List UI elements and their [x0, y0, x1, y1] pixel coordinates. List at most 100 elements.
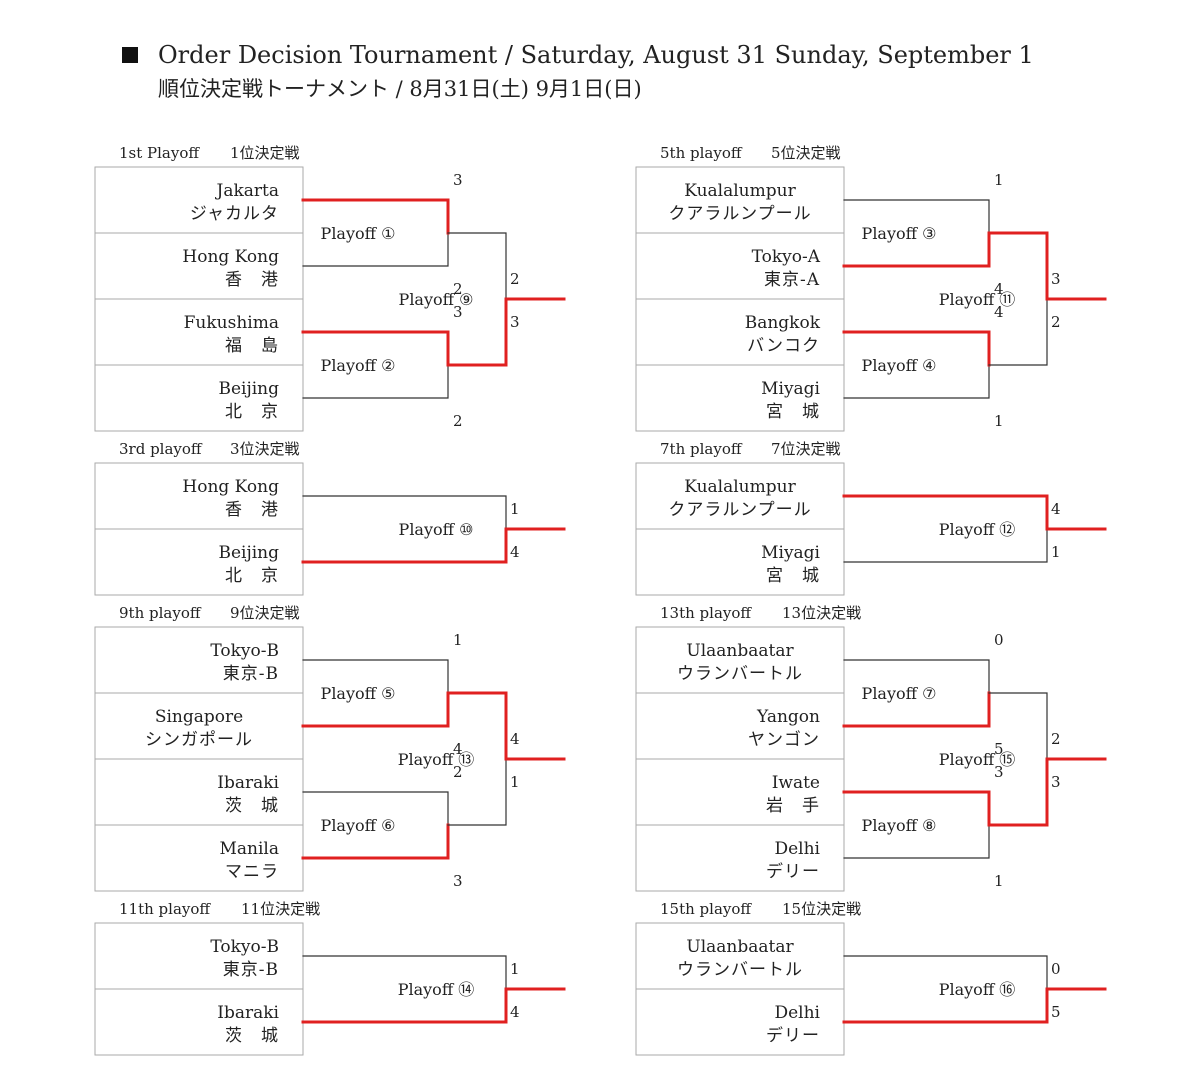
team-name-en: Hong Kong — [182, 477, 279, 497]
section-label-ja: 9位決定戦 — [230, 604, 300, 622]
match-label: Playoff ② — [321, 356, 396, 375]
team-name-ja: ヤンゴン — [748, 729, 820, 750]
team-name-en: Fukushima — [184, 313, 279, 333]
bracket-line-winner — [842, 330, 991, 367]
square-bullet-icon — [122, 47, 138, 63]
match-score: 5 — [994, 740, 1004, 758]
team-name-ja: 香 港 — [225, 270, 279, 290]
bracket-line-loser — [843, 364, 990, 399]
team-name-en: Ulaanbaatar — [686, 641, 794, 661]
bracket-line-winner — [446, 297, 566, 367]
match-label: Playoff ⑦ — [862, 684, 937, 703]
match-score: 2 — [1051, 730, 1061, 748]
team-name-ja: 北 京 — [225, 402, 279, 422]
team-name-ja: 宮 城 — [766, 402, 820, 422]
section-label-en: 7th playoff — [660, 440, 743, 458]
bracket-line-loser — [988, 298, 1048, 366]
team-name-ja: 茨 城 — [225, 1026, 279, 1046]
section-label-en: 3rd playoff — [119, 440, 203, 458]
match-label: Playoff ⑪ — [939, 290, 1016, 309]
section-label-ja: 5位決定戦 — [771, 144, 841, 162]
team-name-en: Manila — [220, 839, 280, 859]
match-score: 3 — [453, 872, 463, 890]
match-score: 4 — [453, 740, 463, 758]
team-name-en: Ulaanbaatar — [686, 937, 794, 957]
bracket-line-loser — [302, 955, 507, 990]
bracket-line-loser — [843, 824, 990, 859]
bracket-line-winner — [301, 330, 450, 367]
bracket-line-loser — [447, 758, 507, 826]
match-score: 4 — [510, 730, 520, 748]
match-score: 1 — [994, 412, 1004, 430]
team-name-ja: ウランバートル — [677, 664, 803, 684]
match-label: Playoff ③ — [862, 224, 937, 243]
section-label-en: 5th playoff — [660, 144, 743, 162]
team-name-ja: 福 島 — [225, 336, 279, 356]
bracket-line-winner — [301, 691, 450, 728]
match-score: 3 — [1051, 773, 1061, 791]
team-name-ja: デリー — [766, 1025, 820, 1046]
section-label-en: 15th playoff — [660, 900, 752, 918]
match-score: 3 — [994, 763, 1004, 781]
title-en-row: Order Decision Tournament / Saturday, Au… — [122, 38, 1034, 72]
bracket-line-winner — [842, 231, 991, 268]
team-name-ja: シンガポール — [145, 730, 253, 750]
bracket-line-winner — [301, 987, 566, 1024]
match-score: 5 — [1051, 1003, 1061, 1021]
bracket-line-winner — [842, 691, 991, 728]
match-label: Playoff ⑩ — [399, 520, 474, 539]
team-name-en: Singapore — [155, 707, 243, 727]
bracket-line-loser — [302, 364, 449, 399]
section-label-ja: 3位決定戦 — [230, 440, 300, 458]
team-name-ja: マニラ — [225, 862, 279, 882]
bracket-line-winner — [987, 757, 1107, 827]
team-name-ja: 宮 城 — [766, 566, 820, 586]
team-name-ja: クアラルンプール — [668, 500, 811, 520]
section-label-ja: 15位決定戦 — [782, 900, 861, 918]
team-name-en: Ibaraki — [217, 773, 279, 793]
team-name-ja: ジャカルタ — [190, 204, 279, 224]
team-name-en: Hong Kong — [182, 247, 279, 267]
section-label-ja: 11位決定戦 — [241, 900, 320, 918]
section-label-en: 9th playoff — [119, 604, 202, 622]
match-score: 2 — [453, 280, 463, 298]
bracket-line-loser — [447, 232, 507, 300]
match-score: 4 — [994, 303, 1004, 321]
section-label-en: 13th playoff — [660, 604, 752, 622]
match-label: Playoff ① — [321, 224, 396, 243]
match-score: 1 — [994, 171, 1004, 189]
bracket-line-loser — [843, 199, 990, 234]
team-name-en: Delhi — [774, 839, 820, 859]
team-name-ja: 東京-B — [223, 664, 279, 684]
bracket-line-loser — [988, 692, 1048, 760]
match-score: 0 — [1051, 960, 1061, 978]
team-name-en: Ibaraki — [217, 1003, 279, 1023]
bracket-line-winner — [842, 987, 1107, 1024]
section-label-ja: 13位決定戦 — [782, 604, 861, 622]
match-label: Playoff ⑯ — [939, 980, 1016, 999]
match-label: Playoff ⑧ — [862, 816, 937, 835]
match-label: Playoff ④ — [862, 356, 937, 375]
team-name-en: Kualalumpur — [684, 477, 796, 497]
section-label-en: 11th playoff — [119, 900, 211, 918]
match-score: 2 — [453, 412, 463, 430]
section-label-ja: 1位決定戦 — [230, 144, 300, 162]
team-name-ja: 東京-B — [223, 960, 279, 980]
team-name-en: Kualalumpur — [684, 181, 796, 201]
match-score: 1 — [510, 960, 520, 978]
match-score: 1 — [1051, 543, 1061, 561]
team-name-ja: ウランバートル — [677, 960, 803, 980]
section-label-en: 1st Playoff — [119, 144, 200, 162]
team-name-ja: 北 京 — [225, 566, 279, 586]
team-name-en: Bangkok — [745, 313, 821, 333]
team-name-en: Yangon — [756, 707, 820, 727]
bracket-line-winner — [842, 494, 1107, 531]
match-score: 4 — [994, 280, 1004, 298]
match-score: 1 — [510, 500, 520, 518]
